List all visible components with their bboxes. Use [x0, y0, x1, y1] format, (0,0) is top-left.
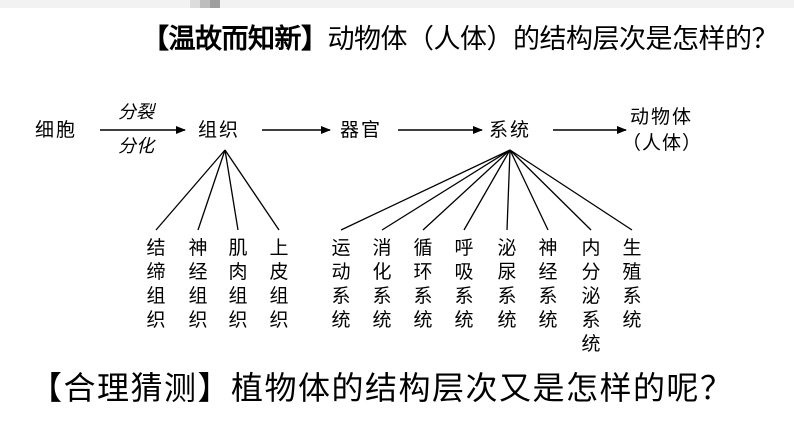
system-respiratory: 呼吸系统 — [454, 237, 474, 331]
system-branch-line-3 — [463, 149, 511, 231]
system-branch-line-2 — [422, 149, 511, 231]
system-nervous: 神经系统 — [538, 237, 558, 331]
system-branch-line-6 — [509, 149, 592, 231]
node-tissue: 组织 — [198, 119, 241, 141]
system-branch-line-5 — [509, 149, 549, 231]
tissue-epithelial: 上皮组织 — [269, 237, 289, 331]
tissue-branch-lines — [155, 149, 280, 231]
node-organ: 器官 — [340, 119, 383, 141]
tissue-muscle: 肌肉组织 — [228, 237, 248, 331]
node-animal: 动物体 — [630, 106, 694, 128]
tissue-branch-line-2 — [224, 149, 239, 231]
system-circulatory: 循环系统 — [413, 237, 433, 331]
guess-question: 【合理猜测】植物体的结构层次又是怎样的呢？ — [30, 369, 734, 407]
node-system: 系统 — [489, 119, 532, 141]
system-branch-lines — [340, 149, 633, 231]
system-reproductive: 生殖系统 — [622, 237, 642, 331]
system-branch-line-7 — [509, 149, 633, 231]
system-endocrine: 内分泌系统 — [581, 237, 601, 355]
tissue-branch-line-1 — [197, 149, 226, 231]
node-cell: 细胞 — [35, 119, 78, 141]
review-heading: 【温故而知新】动物体（人体）的结构层次是怎样的？ — [142, 22, 778, 58]
tissue-nervous: 神经组织 — [188, 237, 208, 331]
system-branch-line-1 — [381, 149, 511, 231]
label-differentiate: 分化 — [118, 136, 154, 157]
tissue-connective: 结缔组织 — [146, 237, 166, 331]
node-animal-note: （人体） — [622, 132, 703, 154]
review-heading-bracket: 【温故而知新】 — [142, 24, 328, 55]
label-split: 分裂 — [118, 102, 154, 123]
review-heading-text: 动物体（人体）的结构层次是怎样的？ — [327, 24, 779, 55]
system-urinary: 泌尿系统 — [497, 237, 517, 331]
system-motor: 运动系统 — [331, 237, 351, 331]
tissue-branch-line-0 — [155, 149, 226, 231]
system-digestive: 消化系统 — [372, 237, 392, 331]
top-decoration-bar — [0, 0, 794, 8]
tissue-branch-line-3 — [224, 149, 280, 231]
system-branch-line-0 — [340, 149, 511, 231]
system-branch-line-4 — [506, 149, 511, 231]
